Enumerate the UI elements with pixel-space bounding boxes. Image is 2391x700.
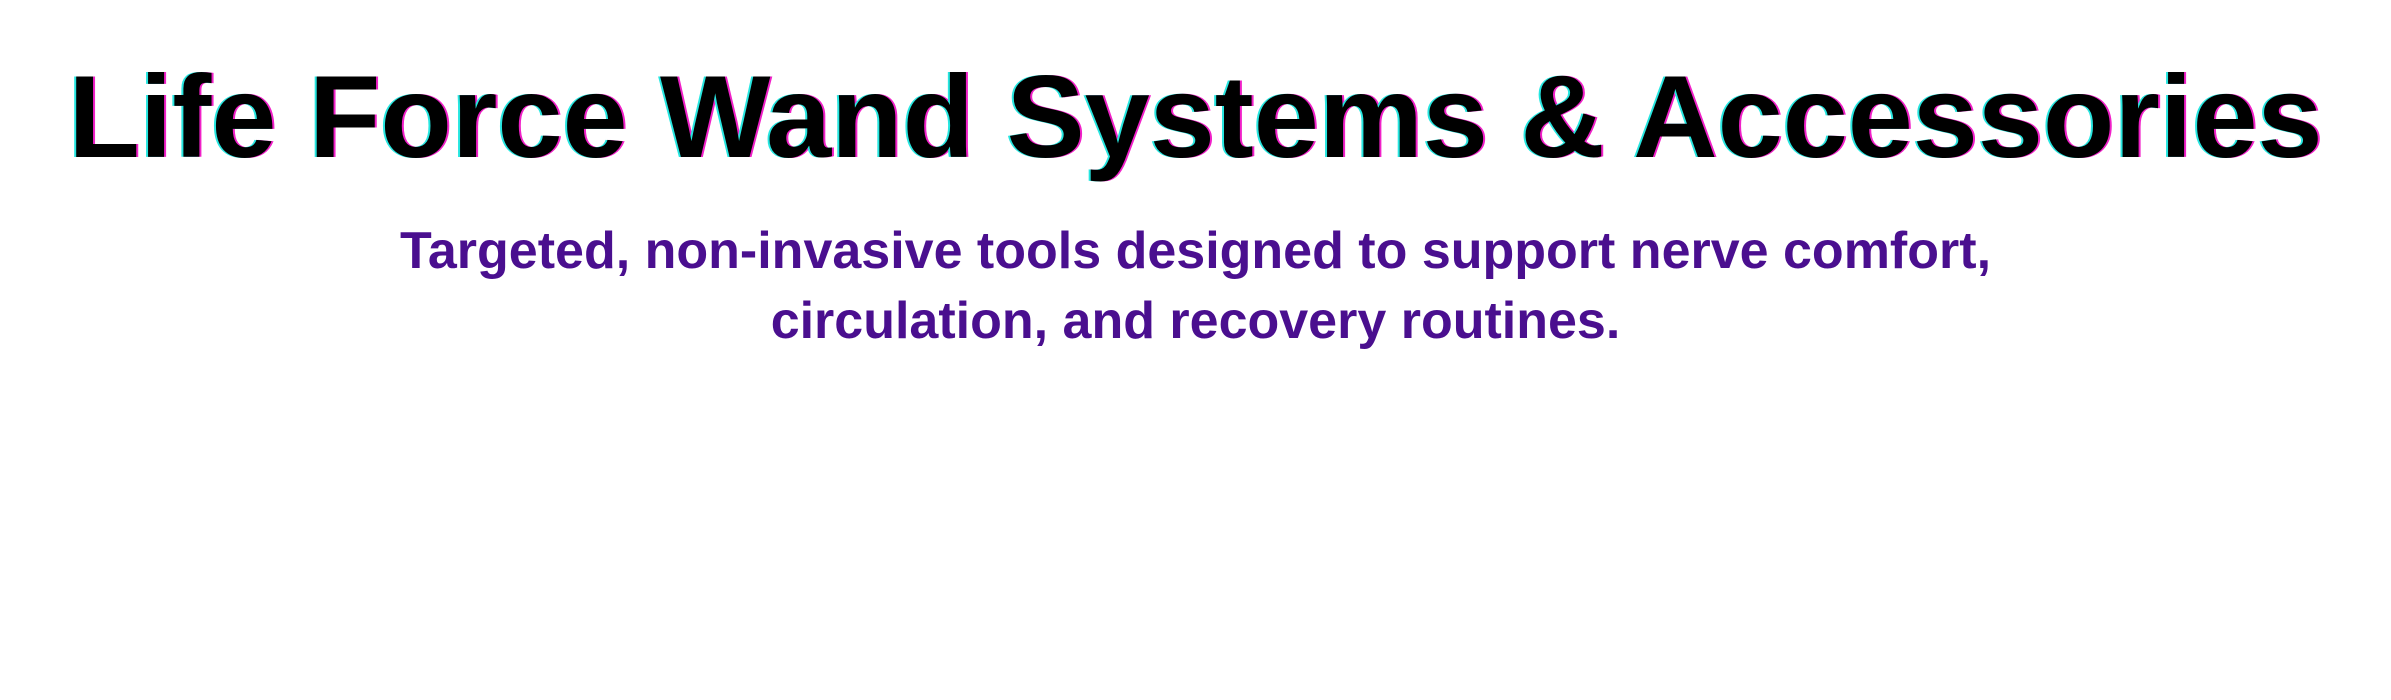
page-title: Life Force Wand Systems & Accessories [68,51,2323,182]
page-subtitle: Targeted, non-invasive tools designed to… [399,222,1992,350]
